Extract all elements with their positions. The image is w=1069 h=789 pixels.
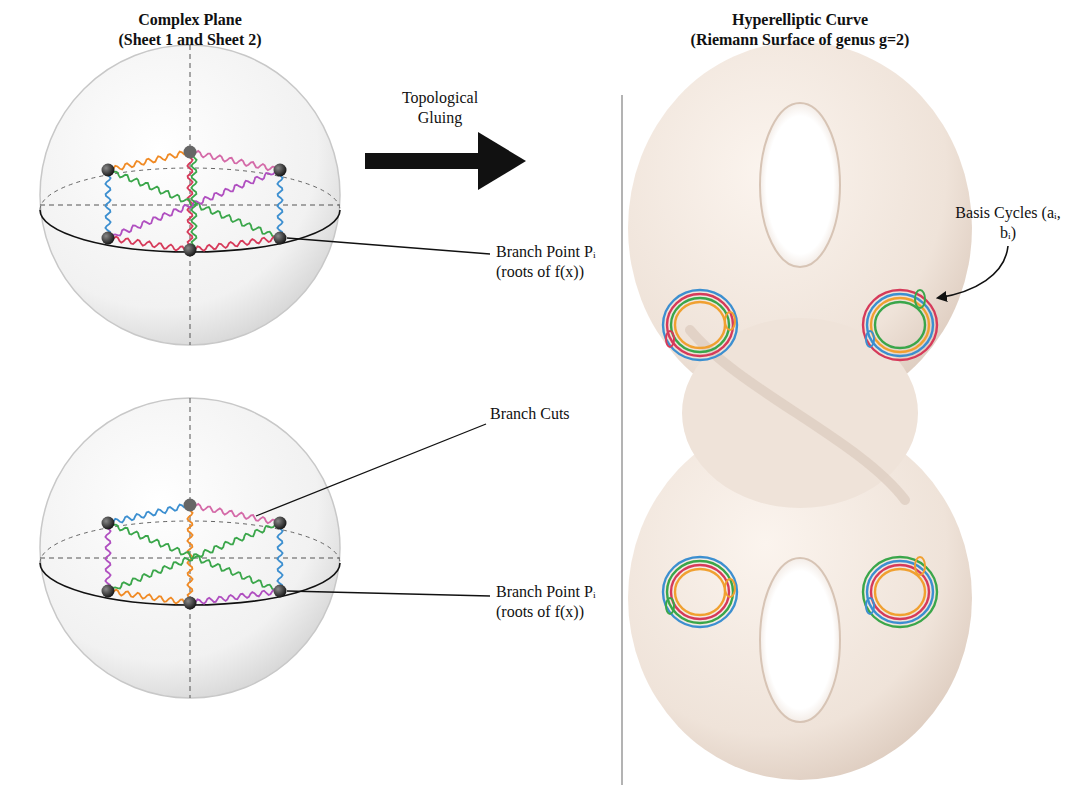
branch-cut [190, 504, 280, 523]
b-cycle [866, 598, 874, 614]
leader-line [287, 238, 490, 254]
branch-point [184, 597, 197, 610]
a-cycle [663, 290, 737, 360]
branch-point [102, 585, 115, 598]
a-cycle [875, 302, 925, 348]
branch-cut [190, 590, 280, 604]
callout-arrow [938, 246, 1008, 298]
branch-point [274, 164, 287, 177]
panel-title: Complex Plane [10, 10, 370, 30]
panel-subtitle: (Sheet 1 and Sheet 2) [10, 30, 370, 50]
branch-cut [108, 523, 280, 591]
b-cycle [666, 598, 674, 614]
leader-line [287, 591, 490, 596]
a-cycle [871, 565, 929, 619]
branch-cut [108, 505, 190, 524]
branch-cut [277, 523, 282, 591]
panel-title: Hyperelliptic Curve [620, 10, 980, 30]
gluing-arrow [365, 132, 526, 190]
callout-label: Branch Point Pᵢ (roots of f(x)) [496, 582, 620, 622]
branch-points [102, 146, 287, 257]
branch-point [274, 517, 287, 530]
branch-point [184, 499, 197, 512]
arrow-label: Topological Gluing [385, 88, 495, 128]
callout-label: Branch Point Pᵢ (roots of f(x)) [496, 242, 620, 282]
a-cycle [671, 565, 729, 619]
branch-point [274, 232, 287, 245]
b-cycle [666, 331, 674, 347]
branch-point [274, 585, 287, 598]
b-cycle [866, 331, 874, 347]
basis-cycles [663, 290, 937, 627]
a-cycle [675, 569, 725, 615]
genus-two-surface [628, 42, 972, 780]
a-cycle [671, 298, 729, 352]
panel-subtitle: (Riemann Surface of genus g=2) [600, 30, 1000, 50]
branch-cut [108, 523, 280, 591]
branch-cut [105, 523, 110, 591]
b-cycle [915, 557, 925, 575]
branch-point [102, 517, 115, 530]
branch-cut [190, 237, 280, 251]
a-cycle [863, 557, 937, 627]
leader-line [256, 424, 486, 516]
a-cycle [663, 557, 737, 627]
branch-cuts [105, 151, 282, 251]
a-cycle [867, 294, 933, 356]
sphere-sheet-2 [40, 398, 340, 698]
branch-cut [108, 590, 190, 604]
a-cycle [667, 294, 733, 356]
branch-cut [108, 237, 190, 251]
branch-point [184, 244, 197, 257]
branch-cut [108, 152, 190, 171]
branch-cut [190, 151, 280, 170]
branch-point [102, 164, 115, 177]
callout-label: Basis Cycles (aᵢ, bᵢ) [955, 203, 1061, 243]
b-cycle [915, 290, 925, 308]
branch-point [184, 146, 197, 159]
sphere-sheet-1 [40, 45, 340, 345]
a-cycle [675, 302, 725, 348]
a-cycle [875, 569, 925, 615]
branch-cuts [105, 504, 282, 604]
divider [621, 95, 623, 785]
callout-label: Branch Cuts [490, 404, 610, 424]
a-cycle [867, 561, 933, 623]
a-cycle [667, 561, 733, 623]
branch-cut [105, 170, 110, 238]
b-cycle [725, 312, 735, 330]
branch-cut [191, 152, 196, 250]
b-cycle [725, 579, 735, 597]
a-cycle [871, 298, 929, 352]
a-cycle [863, 290, 937, 360]
branch-point [102, 232, 115, 245]
branch-cut [277, 170, 282, 238]
